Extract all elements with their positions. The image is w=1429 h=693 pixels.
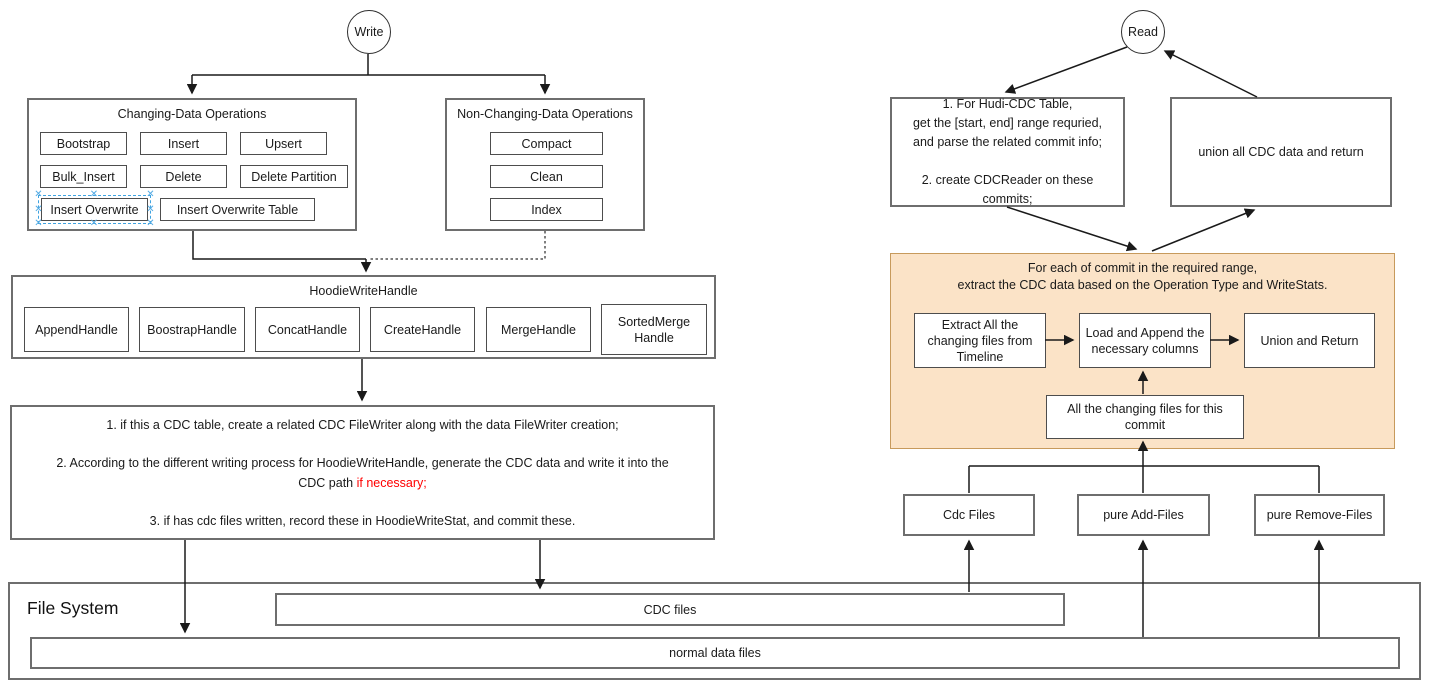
changing-files-for-commit-box[interactable]: All the changing files for this commit bbox=[1046, 395, 1244, 439]
selection-handle-icon[interactable]: ✕ bbox=[89, 189, 99, 200]
per-commit-title: For each of commit in the required range… bbox=[957, 261, 1328, 292]
connector-changing-to-hwh bbox=[192, 231, 366, 260]
hoodie-write-handle-group[interactable]: HoodieWriteHandle AppendHandle BoostrapH… bbox=[11, 275, 716, 359]
boostrap-handle[interactable]: BoostrapHandle bbox=[139, 307, 245, 352]
connector-union-to-read bbox=[1163, 50, 1258, 98]
connector-read-to-prepare bbox=[1004, 46, 1128, 94]
selection-handle-icon[interactable]: ✕ bbox=[146, 203, 155, 215]
connector-write-split bbox=[192, 54, 545, 76]
write-start-node[interactable]: Write bbox=[347, 10, 391, 54]
selection-handle-icon[interactable]: ✕ bbox=[34, 203, 43, 215]
changing-ops-title: Changing-Data Operations bbox=[117, 107, 267, 121]
op-clean[interactable]: Clean bbox=[490, 165, 603, 188]
connector-prepare-to-orange bbox=[1006, 206, 1138, 252]
extract-changing-files-box[interactable]: Extract All the changing files from Time… bbox=[914, 313, 1046, 368]
read-prepare-box[interactable]: 1. For Hudi-CDC Table, get the [start, e… bbox=[890, 97, 1125, 207]
read-label: Read bbox=[1128, 25, 1158, 39]
normal-data-files-store[interactable]: normal data files bbox=[30, 637, 1400, 669]
write-step-1: 1. if this a CDC table, create a related… bbox=[106, 417, 619, 432]
op-insert-overwrite[interactable]: Insert Overwrite bbox=[41, 198, 148, 221]
pure-remove-files-box[interactable]: pure Remove-Files bbox=[1254, 494, 1385, 536]
op-delete[interactable]: Delete bbox=[140, 165, 227, 188]
non-changing-ops-title: Non-Changing-Data Operations bbox=[457, 107, 633, 121]
connector-nonchanging-to-hwh bbox=[368, 231, 546, 260]
op-bootstrap[interactable]: Bootstrap bbox=[40, 132, 127, 155]
read-start-node[interactable]: Read bbox=[1121, 10, 1165, 54]
append-handle[interactable]: AppendHandle bbox=[24, 307, 129, 352]
hoodie-write-handle-title: HoodieWriteHandle bbox=[309, 284, 418, 298]
if-necessary-highlight: if necessary; bbox=[356, 475, 427, 490]
load-append-columns-box[interactable]: Load and Append the necessary columns bbox=[1079, 313, 1211, 368]
selection-handle-icon[interactable]: ✕ bbox=[89, 218, 99, 229]
selection-handle-icon[interactable]: ✕ bbox=[146, 218, 155, 229]
concat-handle[interactable]: ConcatHandle bbox=[255, 307, 360, 352]
per-commit-extract-group[interactable]: For each of commit in the required range… bbox=[890, 253, 1395, 449]
file-system-label: File System bbox=[27, 598, 119, 618]
merge-handle[interactable]: MergeHandle bbox=[486, 307, 591, 352]
cdc-files-box[interactable]: Cdc Files bbox=[903, 494, 1035, 536]
selection-handle-icon[interactable]: ✕ bbox=[146, 189, 155, 200]
op-delete-partition[interactable]: Delete Partition bbox=[240, 165, 348, 188]
connector-files-junction bbox=[968, 465, 1320, 493]
op-upsert[interactable]: Upsert bbox=[240, 132, 327, 155]
selection-handle-icon[interactable]: ✕ bbox=[34, 218, 43, 229]
pure-add-files-box[interactable]: pure Add-Files bbox=[1077, 494, 1210, 536]
connector-orange-to-union bbox=[1151, 208, 1256, 252]
non-changing-data-operations-group[interactable]: Non-Changing-Data Operations Compact Cle… bbox=[445, 98, 645, 231]
selection-outline[interactable]: ✕ ✕ ✕ ✕ ✕ ✕ ✕ ✕ bbox=[34, 190, 154, 229]
write-step-3: 3. if has cdc files written, record thes… bbox=[149, 513, 576, 528]
write-step-2: 2. According to the different writing pr… bbox=[56, 455, 669, 490]
op-bulk-insert[interactable]: Bulk_Insert bbox=[40, 165, 127, 188]
create-handle[interactable]: CreateHandle bbox=[370, 307, 475, 352]
op-index[interactable]: Index bbox=[490, 198, 603, 221]
sorted-merge-handle[interactable]: SortedMerge Handle bbox=[601, 304, 707, 355]
union-and-return-box[interactable]: Union and Return bbox=[1244, 313, 1375, 368]
op-insert[interactable]: Insert bbox=[140, 132, 227, 155]
changing-data-operations-group[interactable]: Changing-Data Operations Bootstrap Inser… bbox=[27, 98, 357, 231]
union-all-cdc-box[interactable]: union all CDC data and return bbox=[1170, 97, 1392, 207]
selection-handle-icon[interactable]: ✕ bbox=[34, 189, 43, 200]
cdc-files-store[interactable]: CDC files bbox=[275, 593, 1065, 626]
op-insert-overwrite-table[interactable]: Insert Overwrite Table bbox=[160, 198, 315, 221]
cdc-write-steps-box[interactable]: 1. if this a CDC table, create a related… bbox=[10, 405, 715, 540]
write-label: Write bbox=[354, 25, 384, 39]
op-compact[interactable]: Compact bbox=[490, 132, 603, 155]
